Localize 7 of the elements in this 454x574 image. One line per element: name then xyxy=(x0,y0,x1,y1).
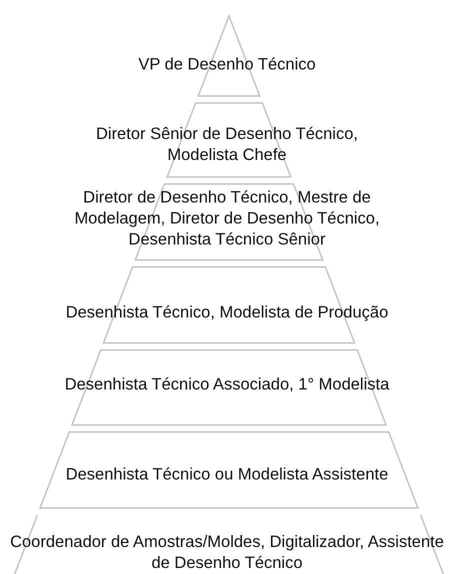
tier-label: Coordenador de Amostras/Moldes, Digitalizador, Assistente de Desenho Técnico xyxy=(9,532,445,574)
tier-label: Diretor de Desenho Técnico, Mestre de Modelagem, Diretor de Desenho Técnico, Desenhista Técnico Sênior xyxy=(73,188,381,250)
tier-label: Desenhista Técnico ou Modelista Assistente xyxy=(64,464,390,486)
tier-label: Desenhista Técnico, Modelista de Produção xyxy=(64,302,390,324)
tier-label: Diretor Sênior de Desenho Técnico, Modelista Chefe xyxy=(94,124,359,166)
tier-label: VP de Desenho Técnico xyxy=(137,54,317,76)
tier-label: Desenhista Técnico Associado, 1° Modelista xyxy=(64,374,390,396)
